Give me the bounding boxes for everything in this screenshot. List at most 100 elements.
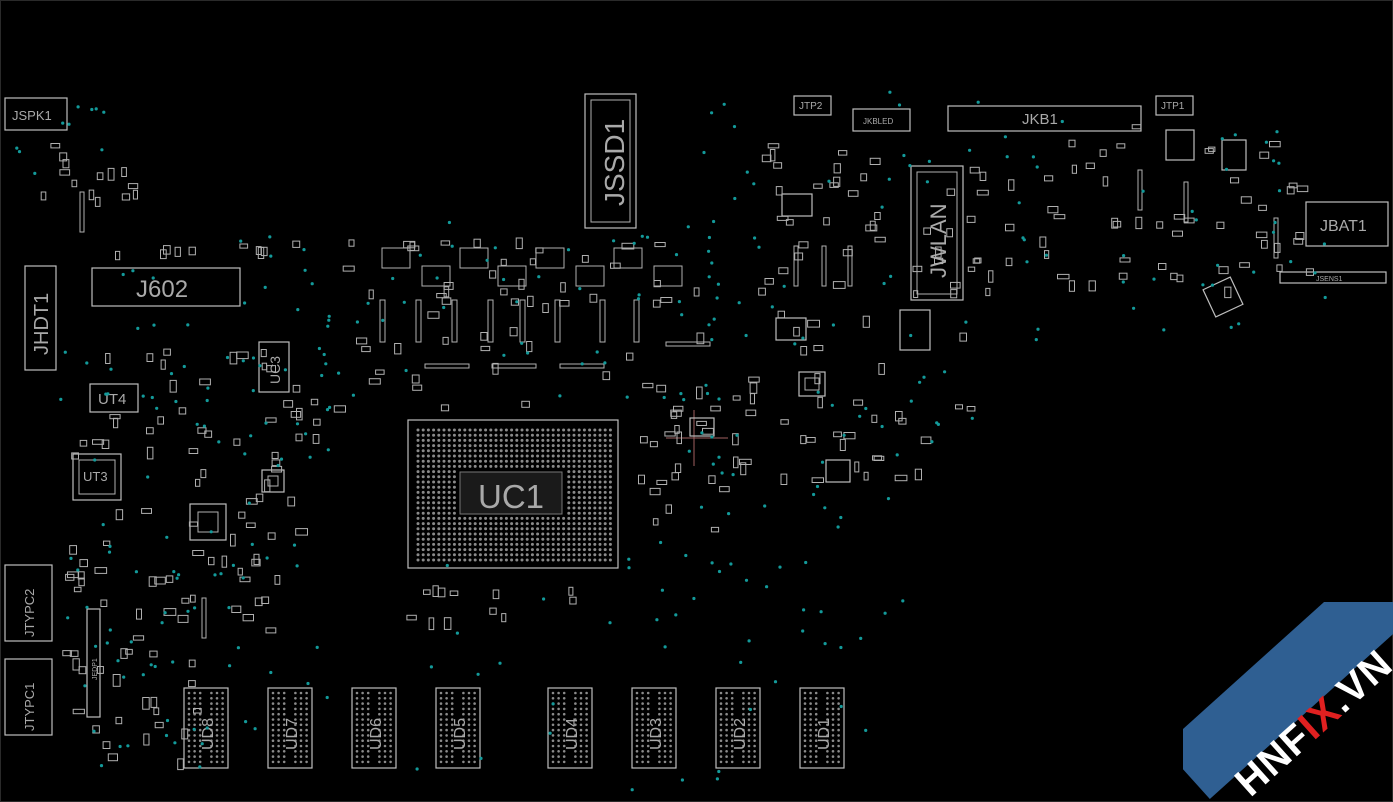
smd-part[interactable] xyxy=(103,540,111,546)
inductor[interactable] xyxy=(535,247,565,269)
smd-part[interactable] xyxy=(862,315,870,328)
smd-part[interactable] xyxy=(150,696,158,708)
smd-part[interactable] xyxy=(542,303,549,314)
smd-part[interactable] xyxy=(489,607,497,615)
inductor[interactable] xyxy=(653,265,683,287)
smd-part[interactable] xyxy=(1255,231,1268,239)
smd-part[interactable] xyxy=(148,576,157,587)
smd-part[interactable] xyxy=(271,451,279,459)
smd-part[interactable] xyxy=(589,293,598,303)
smd-part[interactable] xyxy=(283,400,294,408)
smd-part[interactable] xyxy=(860,173,868,182)
smd-part[interactable] xyxy=(287,496,296,507)
jssd1-connector[interactable]: JSSD1 xyxy=(584,93,637,229)
smd-part[interactable] xyxy=(115,509,124,521)
memory-chip-ud5[interactable]: UD5 xyxy=(435,687,481,769)
smd-part[interactable] xyxy=(79,559,89,568)
smd-part[interactable] xyxy=(1240,196,1252,204)
jsens1-connector[interactable]: JSENS1 xyxy=(1279,271,1387,284)
smd-part[interactable] xyxy=(72,658,80,671)
smd-part[interactable] xyxy=(776,215,789,221)
smd-part[interactable] xyxy=(154,576,166,585)
smd-part[interactable] xyxy=(1286,186,1295,195)
long-part[interactable] xyxy=(491,363,537,369)
smd-part[interactable] xyxy=(261,596,270,604)
smd-part[interactable] xyxy=(423,589,431,595)
smd-part[interactable] xyxy=(733,456,739,469)
smd-part[interactable] xyxy=(394,343,402,355)
smd-part[interactable] xyxy=(271,459,281,467)
smd-part[interactable] xyxy=(178,407,187,415)
smd-part[interactable] xyxy=(1305,268,1315,276)
smd-part[interactable] xyxy=(361,346,371,353)
smd-part[interactable] xyxy=(785,219,794,226)
smd-part[interactable] xyxy=(409,241,416,251)
smd-part[interactable] xyxy=(1288,182,1298,189)
smd-part[interactable] xyxy=(895,411,903,422)
smd-part[interactable] xyxy=(656,384,667,393)
smd-part[interactable] xyxy=(518,278,525,290)
smd-part[interactable] xyxy=(260,246,268,257)
smd-part[interactable] xyxy=(664,431,676,437)
smd-part[interactable] xyxy=(1118,272,1128,280)
smd-part[interactable] xyxy=(674,463,682,473)
smd-part[interactable] xyxy=(71,452,79,460)
smd-part[interactable] xyxy=(969,166,980,174)
smd-part[interactable] xyxy=(264,479,271,493)
smd-part[interactable] xyxy=(509,327,518,337)
long-part[interactable] xyxy=(847,245,853,287)
smd-part[interactable] xyxy=(807,319,820,328)
smd-part[interactable] xyxy=(935,246,942,258)
smd-part[interactable] xyxy=(1258,204,1267,211)
smd-part[interactable] xyxy=(894,474,908,482)
smd-part[interactable] xyxy=(510,298,519,306)
smd-part[interactable] xyxy=(874,212,881,220)
smd-part[interactable] xyxy=(839,438,846,451)
smd-part[interactable] xyxy=(674,425,680,434)
smd-part[interactable] xyxy=(71,179,78,188)
smd-part[interactable] xyxy=(115,716,123,725)
jbat1-connector[interactable]: JBAT1 xyxy=(1305,201,1389,247)
smd-part[interactable] xyxy=(107,167,115,181)
smd-part[interactable] xyxy=(253,553,260,565)
smd-part[interactable] xyxy=(654,242,666,248)
smd-part[interactable] xyxy=(696,420,707,426)
smd-part[interactable] xyxy=(102,741,111,750)
smd-part[interactable] xyxy=(292,384,301,393)
smd-part[interactable] xyxy=(649,487,661,496)
smd-part[interactable] xyxy=(229,351,238,365)
smd-part[interactable] xyxy=(312,434,320,444)
smd-part[interactable] xyxy=(946,228,953,238)
smd-part[interactable] xyxy=(440,240,451,246)
smd-part[interactable] xyxy=(169,379,177,393)
memory-chip-ud3[interactable]: UD3 xyxy=(631,687,677,769)
smd-part[interactable] xyxy=(581,255,589,263)
ic-mid-right-d[interactable] xyxy=(775,317,807,341)
smd-part[interactable] xyxy=(863,471,869,481)
smd-part[interactable] xyxy=(436,293,447,299)
smd-part[interactable] xyxy=(656,479,668,485)
smd-part[interactable] xyxy=(1088,280,1096,292)
smd-part[interactable] xyxy=(100,599,108,607)
smd-part[interactable] xyxy=(313,418,321,426)
smd-part[interactable] xyxy=(642,382,654,389)
smd-part[interactable] xyxy=(1008,179,1015,191)
smd-part[interactable] xyxy=(621,242,635,250)
rotated-ic-right[interactable] xyxy=(1202,276,1244,318)
smd-part[interactable] xyxy=(778,267,789,275)
jwlan-connector[interactable]: JWLAN xyxy=(910,165,964,301)
smd-part[interactable] xyxy=(96,172,104,181)
inductor[interactable] xyxy=(381,247,411,269)
smd-part[interactable] xyxy=(72,708,85,715)
smd-part[interactable] xyxy=(732,395,741,401)
smd-part[interactable] xyxy=(254,597,263,607)
smd-part[interactable] xyxy=(261,362,268,371)
jtypc2-connector[interactable]: JTYPC2 xyxy=(4,564,53,642)
ic-top-right-a[interactable] xyxy=(781,193,813,217)
smd-part[interactable] xyxy=(1131,124,1142,130)
smd-part[interactable] xyxy=(794,252,804,261)
long-part[interactable] xyxy=(79,191,85,233)
smd-part[interactable] xyxy=(719,486,730,493)
smd-part[interactable] xyxy=(136,608,142,620)
ut3-chip[interactable]: UT3 xyxy=(72,453,122,501)
